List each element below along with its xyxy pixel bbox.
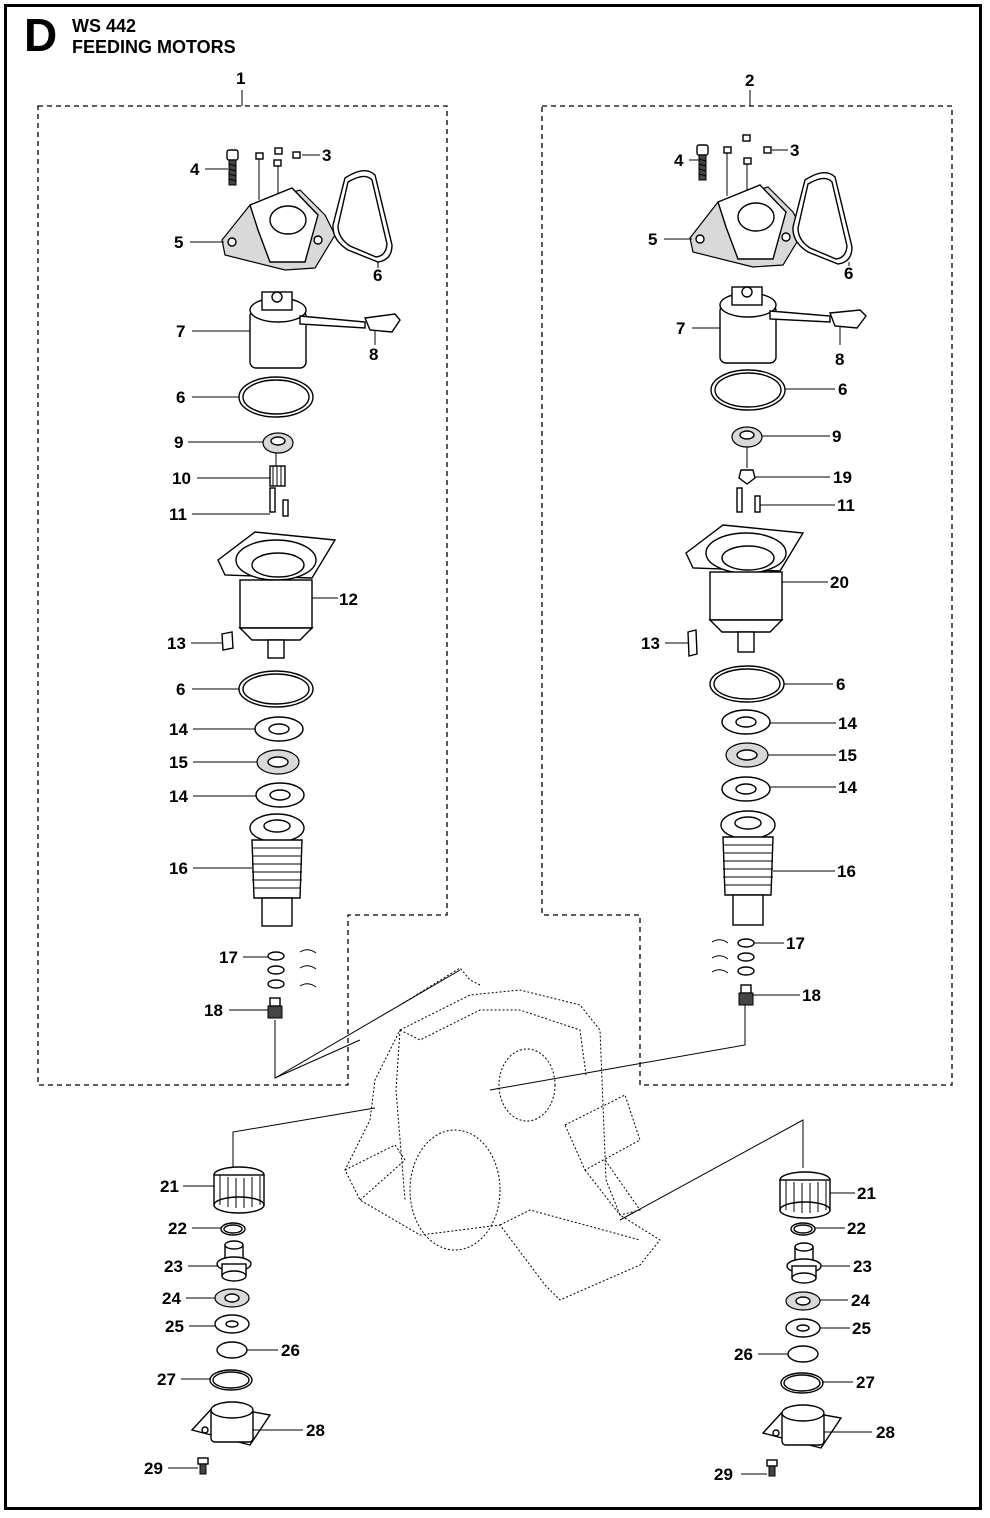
callout-6: 6 bbox=[176, 388, 185, 407]
callout-3: 3 bbox=[790, 141, 799, 160]
callout-11: 11 bbox=[837, 496, 855, 515]
leader-lines bbox=[168, 149, 872, 1475]
callout-6: 6 bbox=[176, 680, 185, 699]
callout-5: 5 bbox=[174, 233, 183, 252]
callout-5: 5 bbox=[648, 230, 657, 249]
callout-18: 18 bbox=[802, 986, 821, 1005]
callout-16: 16 bbox=[169, 859, 188, 878]
callout-12: 12 bbox=[339, 590, 358, 609]
callout-17: 17 bbox=[219, 948, 238, 967]
callout-6: 6 bbox=[838, 380, 847, 399]
right-motor-parts bbox=[685, 134, 867, 1006]
page-title: FEEDING MOTORS bbox=[72, 37, 236, 57]
model-name: WS 442 bbox=[72, 16, 137, 36]
section-letter: D bbox=[24, 9, 58, 61]
callout-13: 13 bbox=[167, 634, 186, 653]
callout-19: 19 bbox=[833, 468, 852, 487]
callout-21: 21 bbox=[857, 1184, 876, 1203]
left-motor-parts bbox=[217, 147, 401, 1019]
callout-22: 22 bbox=[168, 1219, 187, 1238]
callout-25: 25 bbox=[165, 1317, 184, 1336]
callout-26: 26 bbox=[281, 1341, 300, 1360]
callout-17: 17 bbox=[786, 934, 805, 953]
callout-6: 6 bbox=[844, 264, 853, 283]
callout-14: 14 bbox=[169, 720, 188, 739]
callout-11: 11 bbox=[169, 505, 187, 524]
callout-4: 4 bbox=[674, 151, 684, 170]
callout-20: 20 bbox=[830, 573, 849, 592]
callout-15: 15 bbox=[169, 753, 188, 772]
callout-16: 16 bbox=[837, 862, 856, 881]
callout-24: 24 bbox=[851, 1291, 870, 1310]
gearbox-housing-outline bbox=[344, 967, 661, 1301]
callout-10: 10 bbox=[172, 469, 191, 488]
callout-26: 26 bbox=[734, 1345, 753, 1364]
callout-14: 14 bbox=[838, 714, 857, 733]
callout-23: 23 bbox=[853, 1257, 872, 1276]
callout-21: 21 bbox=[160, 1177, 179, 1196]
callout-1: 1 bbox=[236, 69, 245, 88]
callout-6: 6 bbox=[373, 266, 382, 285]
callout-6: 6 bbox=[836, 675, 845, 694]
callout-3: 3 bbox=[322, 146, 331, 165]
callout-14: 14 bbox=[169, 787, 188, 806]
callout-7: 7 bbox=[676, 319, 685, 338]
callout-7: 7 bbox=[176, 322, 185, 341]
callout-22: 22 bbox=[847, 1219, 866, 1238]
callout-28: 28 bbox=[306, 1421, 325, 1440]
right-assembly-boundary bbox=[541, 105, 953, 1086]
callout-27: 27 bbox=[157, 1370, 176, 1389]
callout-24: 24 bbox=[162, 1289, 181, 1308]
callout-15: 15 bbox=[838, 746, 857, 765]
callout-13: 13 bbox=[641, 634, 660, 653]
callout-9: 9 bbox=[832, 427, 841, 446]
callout-numbers: 1 3 4 5 6 7 8 6 9 10 11 12 13 6 14 15 14… bbox=[144, 69, 895, 1484]
bottom-left-bearing-parts bbox=[190, 1166, 272, 1475]
callout-23: 23 bbox=[164, 1257, 183, 1276]
callout-29: 29 bbox=[144, 1459, 163, 1478]
callout-8: 8 bbox=[369, 345, 378, 364]
callout-2: 2 bbox=[745, 71, 754, 90]
callout-14: 14 bbox=[838, 778, 857, 797]
bottom-right-bearing-parts bbox=[761, 1171, 843, 1477]
callout-18: 18 bbox=[204, 1001, 223, 1020]
callout-8: 8 bbox=[835, 350, 844, 369]
callout-25: 25 bbox=[852, 1319, 871, 1338]
callout-29: 29 bbox=[714, 1465, 733, 1484]
left-assembly-boundary bbox=[37, 105, 448, 1086]
callout-28: 28 bbox=[876, 1423, 895, 1442]
callout-9: 9 bbox=[174, 433, 183, 452]
drawing-frame bbox=[4, 4, 982, 1510]
callout-27: 27 bbox=[856, 1373, 875, 1392]
callout-4: 4 bbox=[190, 160, 200, 179]
